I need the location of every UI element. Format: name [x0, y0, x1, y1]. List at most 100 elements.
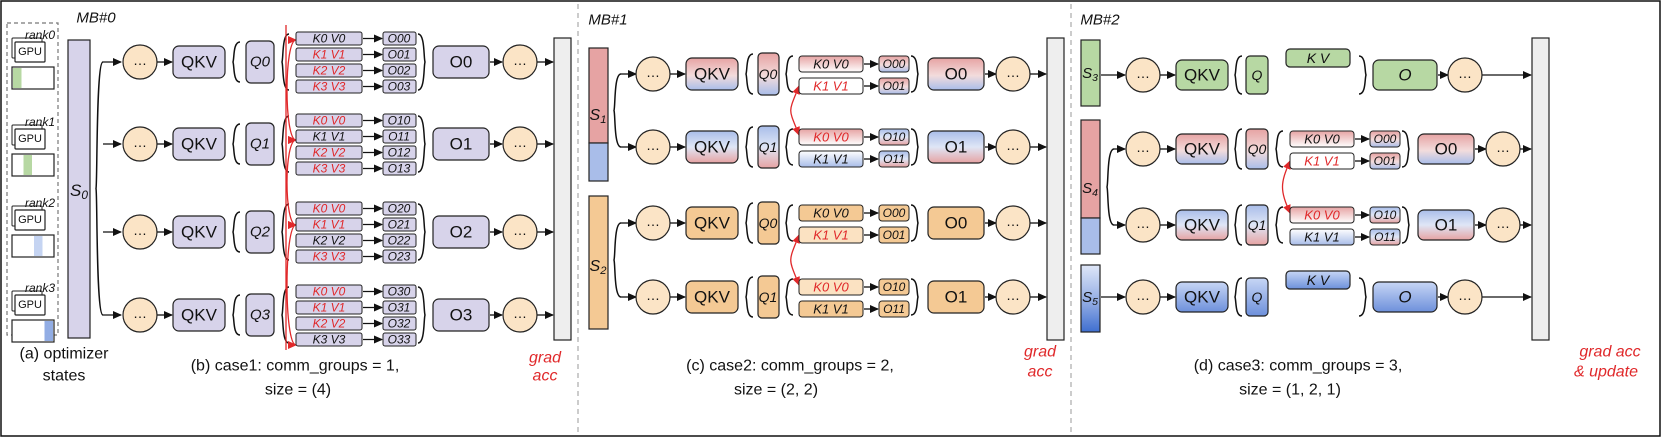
s2-label-base: S	[590, 258, 601, 275]
circle-b-1-label: …	[133, 134, 147, 150]
s4-label-base: S	[1082, 180, 1092, 197]
brace-o-c-1-0	[910, 204, 919, 242]
circle-out-d-s4-0	[1485, 131, 1521, 167]
circle-out-b-2	[502, 214, 538, 250]
circle-d-s5-label: …	[1136, 287, 1150, 303]
kv-c-0-1-0	[798, 128, 864, 146]
kv-label-b-1-0: K0 V0	[313, 114, 346, 128]
brace-o-c-0-1	[910, 128, 919, 166]
q-label-b-3: Q3	[250, 307, 271, 324]
circle-b-0	[122, 44, 158, 80]
o-b-2	[432, 215, 490, 249]
out-b-3-1	[382, 300, 417, 315]
kv-label-b-3-3: K3 V3	[313, 333, 346, 347]
kv-label-c-0-0-1: K1 V1	[813, 79, 848, 94]
grad-acc-bar-b	[553, 37, 572, 341]
out-b-2-1	[382, 217, 417, 232]
caption-d-2: size = (1, 2, 1)	[1239, 382, 1341, 399]
kv-label-b-3-2: K2 V2	[313, 317, 346, 331]
qkv-b-3	[172, 298, 226, 332]
kv-label-b-3-0: K0 V0	[313, 285, 346, 299]
out-b-2-2	[382, 233, 417, 248]
brace-kv-d-s4-0	[1275, 130, 1284, 168]
grad-label-b-2: acc	[533, 368, 558, 385]
s2-label: S2	[590, 258, 608, 278]
circle-out-c-0-1	[995, 129, 1031, 165]
brace-o-d-s4-1	[1401, 206, 1410, 244]
kv-b-2-1	[295, 217, 363, 232]
out-b-1-3	[382, 161, 417, 176]
out-label-b-0-1: O01	[388, 48, 411, 62]
gpu-label-3: GPU	[18, 299, 42, 311]
s3-label-base: S	[1082, 65, 1092, 82]
out-label-d-s4-0-0: O00	[1374, 132, 1397, 146]
brace-kv-c-1-1	[785, 278, 794, 316]
qkv-label-d-s3: QKV	[1184, 66, 1221, 85]
o-c-0-0	[927, 57, 985, 91]
qkv-d-s4-0	[1175, 133, 1229, 165]
kv-b-0-2	[295, 63, 363, 78]
out-label-b-3-1: O31	[388, 301, 411, 315]
q-label-c-0-0: Q0	[759, 66, 778, 82]
circle-out-c-1-1-label: …	[1006, 287, 1020, 303]
kv-exchange-c-0	[790, 85, 800, 136]
gpu-icon-3	[14, 294, 46, 316]
brace-q-b-0	[232, 41, 241, 83]
out-label-c-1-0-1: O01	[883, 228, 906, 242]
out-c-0-0-1	[878, 77, 910, 95]
qkv-label-b-3: QKV	[181, 306, 218, 325]
out-c-1-0-1	[878, 226, 910, 244]
circle-out-d-s5-label: …	[1458, 287, 1472, 303]
kv-label-d-s4-0-1: K1 V1	[1304, 154, 1339, 169]
q-label-b-1: Q1	[250, 136, 270, 153]
kv-c-0-1-1	[798, 150, 864, 168]
s0-label: S0	[70, 181, 88, 203]
caption-a-2: states	[43, 368, 86, 385]
grad-label-d-2: & update	[1574, 364, 1638, 381]
brace-o-b-3	[417, 286, 426, 344]
kv-d-s3	[1285, 48, 1351, 68]
sequence-bar-s1-top	[588, 47, 609, 144]
o-c-1-1	[927, 280, 985, 314]
brace-o-b-0	[417, 33, 426, 91]
circle-b-0-label: …	[133, 52, 147, 68]
circle-out-b-3-label: …	[513, 305, 527, 321]
state-shard-dark-3	[44, 321, 53, 341]
rank-label-0: rank0	[25, 28, 55, 42]
kv-exchange-c-1	[790, 234, 800, 286]
branch-brace-d-s4	[1106, 148, 1115, 226]
kv-label-c-1-1-0: K0 V0	[813, 280, 849, 295]
gpu-label-2: GPU	[18, 214, 42, 226]
brace-q-c-0-0	[745, 53, 754, 95]
s3-label: S3	[1082, 65, 1098, 85]
kv-d-s4-0-1	[1289, 152, 1355, 170]
out-b-3-3	[382, 332, 417, 347]
out-label-d-s4-1-0: O10	[1374, 208, 1397, 222]
o-label-c-1-0: O0	[945, 214, 968, 233]
rank-label-1: rank1	[25, 115, 55, 129]
o-c-0-1	[927, 130, 985, 164]
mb-label-2: MB#2	[1080, 12, 1120, 29]
grad-label-d-1: grad acc	[1579, 344, 1640, 361]
out-label-b-0-0: O00	[388, 32, 411, 46]
kv-label-d-s4-1-1: K1 V1	[1304, 230, 1339, 245]
out-d-s4-1-0	[1369, 206, 1401, 224]
out-label-c-1-1-1: O11	[883, 302, 905, 316]
o-d-s3	[1372, 59, 1438, 91]
out-label-c-0-0-1: O01	[883, 79, 906, 93]
out-label-b-1-0: O10	[388, 114, 411, 128]
kv-label-d-s5: K V	[1307, 272, 1331, 288]
s1-label: S1	[590, 107, 607, 127]
kv-label-c-0-1-1: K1 V1	[813, 152, 848, 167]
brace-q-b-2	[232, 211, 241, 253]
kv-b-1-0	[295, 113, 363, 128]
out-label-b-2-3: O23	[388, 250, 411, 264]
out-b-2-3	[382, 249, 417, 264]
kv-c-0-0-0	[798, 55, 864, 73]
circle-out-c-0-0-label: …	[1006, 64, 1020, 80]
out-label-b-2-2: O22	[388, 234, 411, 248]
kv-label-b-2-0: K0 V0	[313, 202, 346, 216]
out-c-1-1-0	[878, 278, 910, 296]
circle-c-1-1-label: …	[646, 287, 660, 303]
out-label-c-1-0-0: O00	[883, 206, 906, 220]
